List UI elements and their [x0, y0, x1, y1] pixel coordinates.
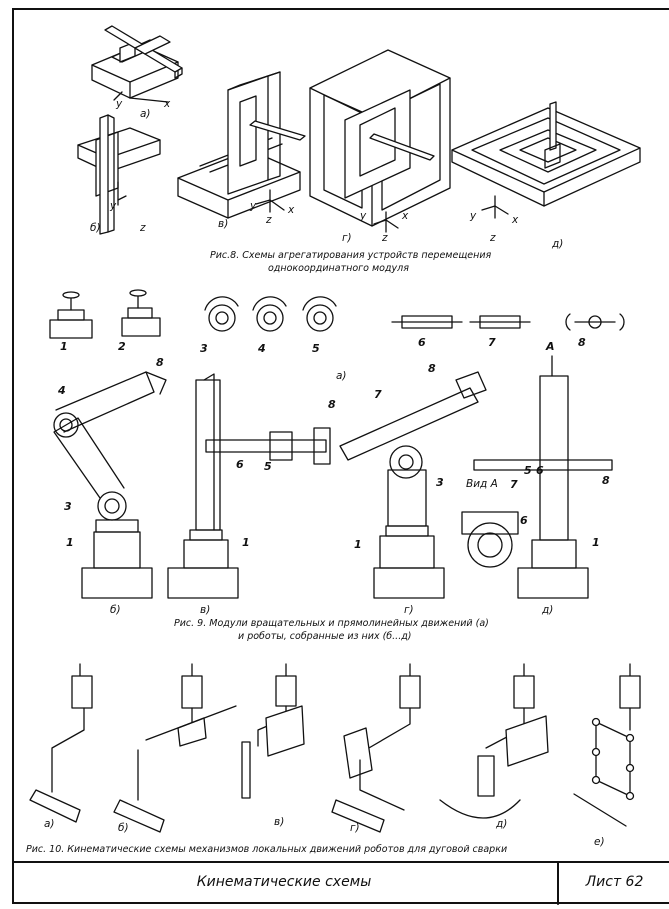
fig9d-robot — [461, 355, 613, 599]
fig8a-axis-y: y — [116, 98, 123, 110]
fig9d-view-a: Вид А — [466, 478, 498, 490]
fig8-sublabel-b: б) — [90, 222, 101, 234]
fig10-sublabel-e: е) — [594, 836, 605, 848]
fig8v-axis-x: x — [288, 204, 295, 216]
fig9-sublabel-d: д) — [542, 604, 554, 616]
fig10-sublabel-b: б) — [118, 822, 129, 834]
fig9b-label-8: 8 — [156, 356, 164, 369]
fig8a-slide-module — [91, 25, 183, 103]
fig8-sublabel-d: д) — [552, 238, 564, 250]
module-number-3: 3 — [200, 342, 208, 355]
fig9-sublabel-g: г) — [404, 604, 414, 616]
fig8-sublabel-a: а) — [140, 108, 151, 120]
module-number-6: 6 — [418, 336, 426, 349]
fig9b-label-3: 3 — [64, 500, 72, 513]
module-number-5: 5 — [312, 342, 320, 355]
fig8d-axis-z: z — [490, 232, 496, 244]
fig8b-vertical-module — [77, 114, 161, 235]
fig9g-label-7: 7 — [374, 388, 382, 401]
fig9b-label-1: 1 — [66, 536, 74, 549]
fig8-sublabel-v: в) — [218, 218, 229, 230]
fig8-sublabel-g: г) — [342, 232, 352, 244]
module-number-4: 4 — [258, 342, 266, 355]
fig9d-label-1: 1 — [592, 536, 600, 549]
fig9v-label-8: 8 — [328, 398, 336, 411]
fig10-caption: Рис. 10. Кинематические схемы механизмов… — [26, 844, 508, 855]
fig10-sublabel-d: д) — [496, 818, 508, 830]
fig8b-axis-z: z — [140, 222, 146, 234]
fig9d-label-5: 5 — [524, 464, 532, 477]
fig9b-robot — [53, 371, 167, 599]
fig8g-axis-x: x — [402, 210, 409, 222]
fig10-sublabel-g: г) — [350, 822, 360, 834]
fig9g-label-1: 1 — [354, 538, 362, 551]
fig9v-label-5: 5 — [264, 460, 272, 473]
fig9-sublabel-v: в) — [200, 604, 211, 616]
fig8d-flat-frame-module — [451, 101, 641, 219]
module-number-7: 7 — [488, 336, 496, 349]
fig8-caption-line2: однокоординатного модуля — [268, 263, 409, 274]
fig10-sublabel-v: в) — [274, 816, 285, 828]
fig8b-axis-y: y — [110, 200, 117, 212]
fig8a-axis-x: x — [164, 98, 171, 110]
fig9d-label-8: 8 — [602, 474, 610, 487]
title-block-sheet-number: Лист 62 — [585, 874, 644, 890]
title-block-title: Кинематические схемы — [196, 874, 372, 890]
fig10-schemes — [29, 663, 641, 833]
fig9d-label-6-top: 6 — [536, 464, 544, 477]
module-number-2: 2 — [118, 340, 126, 353]
fig9-caption-line2: и роботы, собранные из них (б...д) — [238, 631, 412, 642]
fig9-sublabel-b: б) — [110, 604, 121, 616]
fig8-caption-line1: Рис.8. Схемы агрегатирования устройств п… — [210, 250, 492, 261]
fig9v-label-1: 1 — [242, 536, 250, 549]
fig9g-robot — [339, 371, 487, 599]
fig10-sublabel-a: а) — [44, 818, 55, 830]
fig9a-modules-row — [49, 289, 625, 339]
module-number-1: 1 — [60, 340, 68, 353]
fig9g-label-8: 8 — [428, 362, 436, 375]
fig9g-label-3: 3 — [436, 476, 444, 489]
fig9v-label-6: 6 — [236, 458, 244, 471]
fig9-sublabel-a: а) — [336, 370, 347, 382]
fig8d-axis-x: x — [512, 214, 519, 226]
fig8d-axis-y: y — [470, 210, 477, 222]
fig9-caption-line1: Рис. 9. Модули вращательных и прямолиней… — [174, 618, 489, 629]
fig9d-label-7: 7 — [510, 478, 518, 491]
fig8v-axis-y: y — [250, 200, 257, 212]
fig8v-axis-z: z — [266, 214, 272, 226]
fig9v-robot — [167, 373, 331, 599]
fig8g-axis-z: z — [382, 232, 388, 244]
module-number-8: 8 — [578, 336, 586, 349]
sheet-frame — [12, 8, 669, 904]
fig9d-label-6: 6 — [520, 514, 528, 527]
fig8g-frame-module — [309, 49, 451, 233]
fig9b-label-4: 4 — [58, 384, 66, 397]
fig8v-portal-module — [177, 71, 306, 219]
fig9d-arrow-a: А — [546, 340, 555, 353]
fig8g-axis-y: y — [360, 210, 367, 222]
